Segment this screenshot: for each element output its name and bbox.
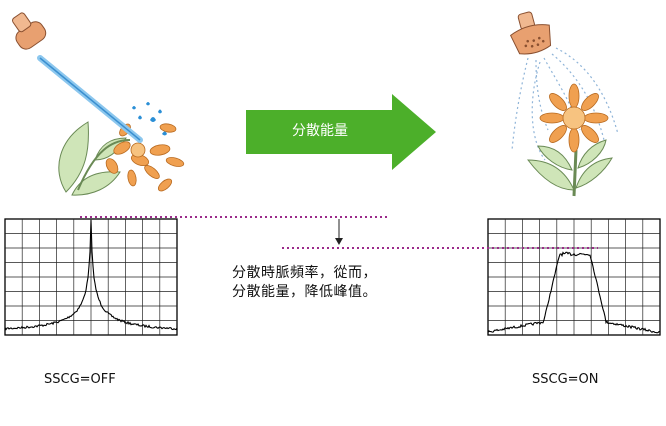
- arrow-label: 分散能量: [292, 123, 348, 139]
- label-sscg-on: SSCG=ON: [532, 372, 599, 387]
- spectrum-panel-off: [4, 218, 178, 336]
- note-line-1: 分散時脈頻率，從而，: [232, 265, 377, 281]
- spectrum-panel-on: [487, 218, 661, 336]
- spread-energy-arrow: [246, 94, 436, 170]
- peak-guide-lines: [80, 216, 598, 249]
- shower-spray-on-flower-icon: [509, 11, 619, 197]
- watering-jet-on-flower-icon: [11, 12, 185, 196]
- note-line-2: 分散能量，降低峰值。: [232, 284, 377, 300]
- label-sscg-off: SSCG=OFF: [44, 372, 116, 387]
